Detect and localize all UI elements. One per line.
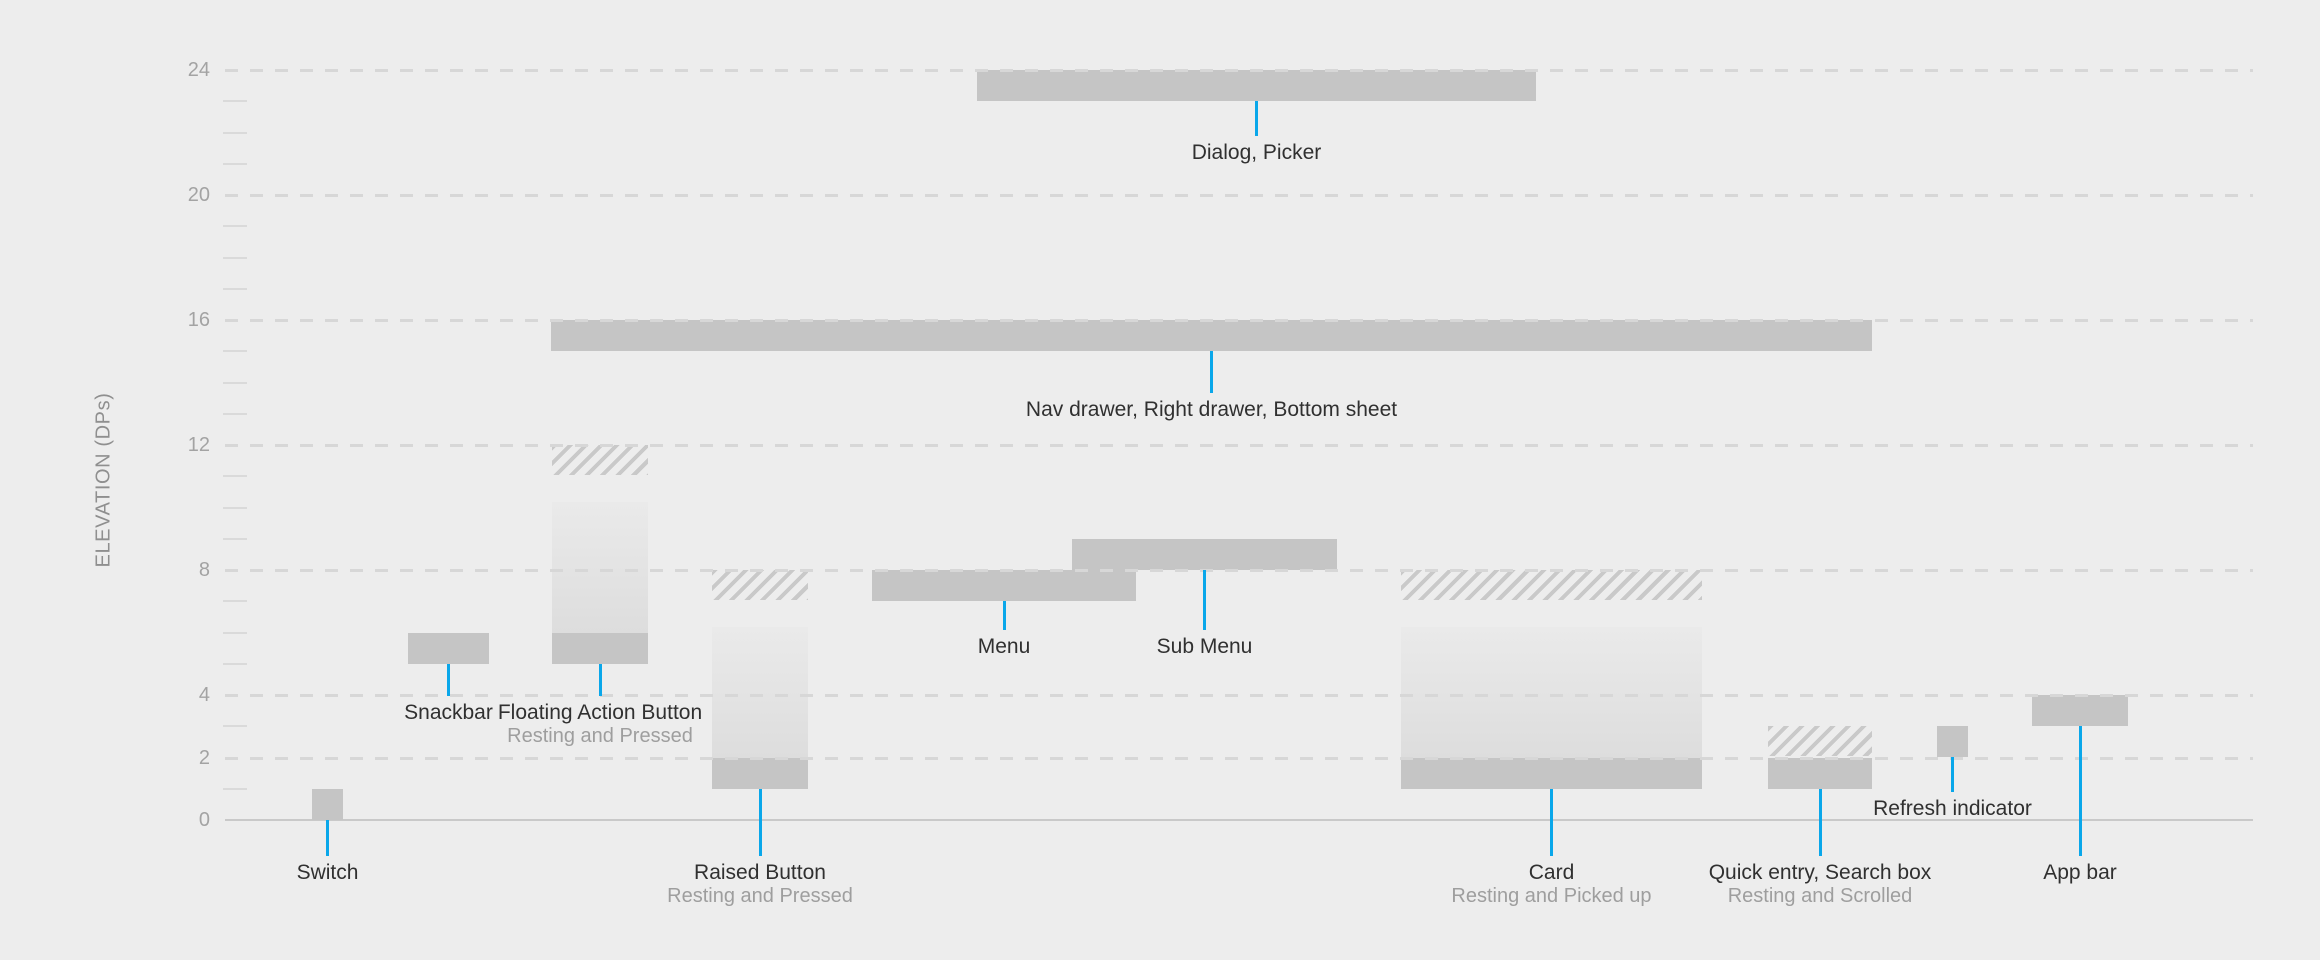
bar-pressed-quick-entry-search-box <box>1768 726 1872 757</box>
component-sublabel-card: Resting and Picked up <box>1451 885 1652 907</box>
gridline-4 <box>225 694 2253 697</box>
gridline-2 <box>225 756 2253 760</box>
bar-switch <box>312 788 343 820</box>
leader-line-dialog-picker <box>1255 101 1258 136</box>
leader-line-menu <box>1002 601 1006 630</box>
y-axis-minor-tick <box>223 725 247 728</box>
bar-app-bar <box>2032 695 2128 726</box>
component-label-switch: Switch <box>296 861 359 884</box>
bar-snackbar <box>408 632 489 664</box>
y-axis-tick-label: 4 <box>198 684 210 706</box>
component-label-snackbar: Snackbar <box>404 701 493 724</box>
bar-pressed-floating-action-button <box>552 445 648 475</box>
y-axis-minor-tick <box>223 162 247 165</box>
bar-quick-entry-search-box <box>1768 757 1872 789</box>
leader-line-card <box>1550 788 1553 856</box>
gridline-12 <box>225 444 2253 447</box>
y-axis-tick-label: 20 <box>187 184 210 206</box>
leader-line-raised-button <box>758 788 762 856</box>
y-axis-minor-tick <box>223 100 247 103</box>
gridline-20 <box>225 194 2253 197</box>
y-axis-minor-tick <box>223 131 247 134</box>
bar-dialog-picker <box>977 70 1536 101</box>
y-axis-minor-tick <box>223 412 247 415</box>
y-axis-minor-tick <box>223 475 247 478</box>
component-sublabel-floating-action-button: Resting and Pressed <box>507 725 693 747</box>
y-axis-minor-tick <box>223 256 247 259</box>
bar-raised-button <box>712 757 808 789</box>
y-axis-minor-tick <box>223 381 247 384</box>
bar-refresh-indicator <box>1937 726 1968 758</box>
y-axis-tick-label: 0 <box>198 809 210 831</box>
component-label-dialog-picker: Dialog, Picker <box>1191 141 1322 164</box>
y-axis-tick-label: 8 <box>198 559 210 581</box>
component-sublabel-quick-entry-search-box: Resting and Scrolled <box>1727 885 1913 907</box>
component-label-nav-drawer-right-drawer-bottom-sheet: Nav drawer, Right drawer, Bottom sheet <box>1025 398 1398 421</box>
bar-floating-action-button <box>552 632 648 664</box>
leader-line-nav-drawer-right-drawer-bottom-sheet <box>1210 351 1213 393</box>
y-axis-minor-tick <box>223 506 247 509</box>
bar-pressed-card <box>1401 570 1702 600</box>
leader-line-floating-action-button <box>598 663 602 696</box>
component-label-floating-action-button: Floating Action Button <box>497 701 703 724</box>
leader-line-switch <box>326 819 329 856</box>
leader-line-app-bar <box>2078 726 2082 856</box>
y-axis-minor-tick <box>223 600 247 603</box>
y-axis-minor-tick <box>223 225 247 228</box>
bar-transition-floating-action-button <box>552 502 648 633</box>
gridline-0 <box>225 819 2253 821</box>
bar-transition-raised-button <box>712 627 808 758</box>
y-axis-minor-tick <box>223 787 247 790</box>
component-label-quick-entry-search-box: Quick entry, Search box <box>1708 861 1932 884</box>
component-label-menu: Menu <box>977 635 1031 658</box>
leader-line-snackbar <box>447 663 450 696</box>
gridline-24 <box>225 69 2253 72</box>
leader-line-refresh-indicator <box>1951 757 1954 792</box>
y-axis-minor-tick <box>223 350 247 353</box>
bar-card <box>1401 757 1702 789</box>
y-axis-title: ELEVATION (DPs) <box>92 392 115 568</box>
bar-pressed-raised-button <box>712 570 808 600</box>
leader-line-quick-entry-search-box <box>1818 788 1822 856</box>
leader-line-sub-menu <box>1203 569 1206 630</box>
y-axis-minor-tick <box>223 662 247 665</box>
bar-menu <box>872 570 1136 601</box>
y-axis-tick-label: 16 <box>187 309 210 331</box>
y-axis-tick-label: 12 <box>187 434 210 456</box>
y-axis-minor-tick <box>223 631 247 634</box>
component-label-raised-button: Raised Button <box>694 861 826 884</box>
bar-transition-card <box>1401 627 1702 758</box>
component-label-app-bar: App bar <box>2043 861 2117 884</box>
gridline-16 <box>225 319 2253 322</box>
gridline-8 <box>225 569 2253 572</box>
bar-sub-menu <box>1072 538 1337 570</box>
y-axis-minor-tick <box>223 287 247 290</box>
y-axis-tick-label: 2 <box>198 746 210 769</box>
bar-nav-drawer-right-drawer-bottom-sheet <box>551 320 1872 351</box>
component-label-card: Card <box>1528 861 1575 884</box>
component-sublabel-raised-button: Resting and Pressed <box>667 885 853 907</box>
component-label-sub-menu: Sub Menu <box>1156 635 1253 658</box>
y-axis-minor-tick <box>223 537 247 540</box>
component-label-refresh-indicator: Refresh indicator <box>1873 797 2032 820</box>
y-axis-tick-label: 24 <box>187 59 210 81</box>
